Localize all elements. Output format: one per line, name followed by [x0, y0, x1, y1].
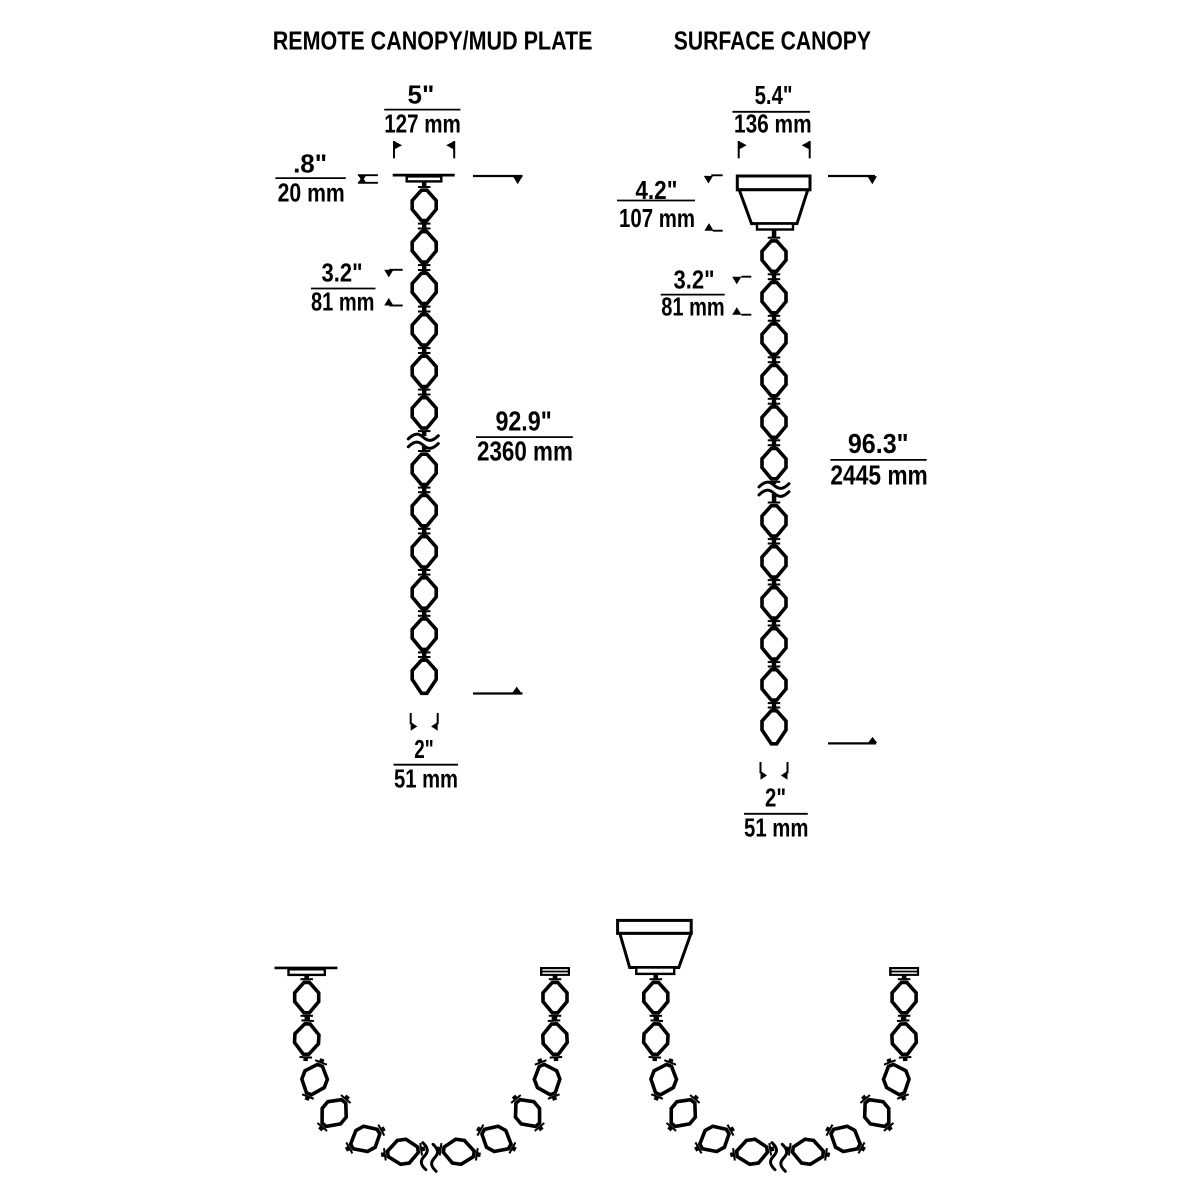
svg-text:107 mm: 107 mm [619, 203, 695, 233]
svg-text:2": 2" [414, 734, 434, 764]
svg-text:92.9": 92.9" [495, 406, 551, 437]
svg-text:81 mm: 81 mm [661, 292, 724, 322]
svg-text:2360 mm: 2360 mm [477, 435, 573, 466]
svg-text:136 mm: 136 mm [734, 108, 812, 138]
svg-text:81 mm: 81 mm [311, 287, 375, 317]
svg-text:5.4": 5.4" [755, 80, 793, 110]
svg-text:2": 2" [765, 782, 786, 812]
svg-text:51 mm: 51 mm [744, 812, 809, 842]
svg-text:3.2": 3.2" [674, 264, 715, 294]
svg-text:3.2": 3.2" [322, 258, 363, 288]
svg-text:REMOTE CANOPY/MUD PLATE: REMOTE CANOPY/MUD PLATE [273, 26, 593, 56]
svg-text:2445 mm: 2445 mm [830, 460, 927, 491]
svg-text:20 mm: 20 mm [278, 178, 345, 208]
svg-text:5": 5" [408, 79, 435, 109]
svg-text:96.3": 96.3" [848, 428, 909, 459]
svg-text:127 mm: 127 mm [384, 108, 461, 138]
svg-text:SURFACE CANOPY: SURFACE CANOPY [674, 26, 871, 56]
svg-text:51 mm: 51 mm [394, 763, 458, 793]
svg-text:.8": .8" [293, 148, 327, 178]
